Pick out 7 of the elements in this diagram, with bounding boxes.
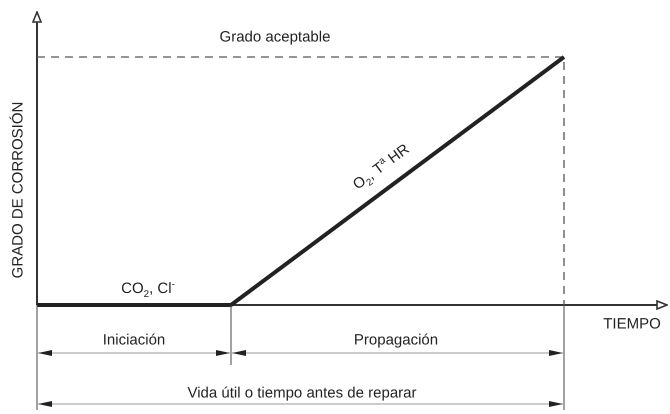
- axis-title: GRADO DE CORROSIÓN: [10, 102, 26, 278]
- period-label: Vida útil o tiempo antes de reparar: [187, 386, 417, 400]
- period-label: Propagación: [354, 332, 438, 348]
- axis-title: TIEMPO: [603, 316, 661, 332]
- curve-label: CO$_{2}$, Cl$^{-}$: [121, 280, 175, 300]
- period-label: Iniciación: [102, 332, 166, 348]
- limit-label: Grado aceptable: [220, 30, 330, 44]
